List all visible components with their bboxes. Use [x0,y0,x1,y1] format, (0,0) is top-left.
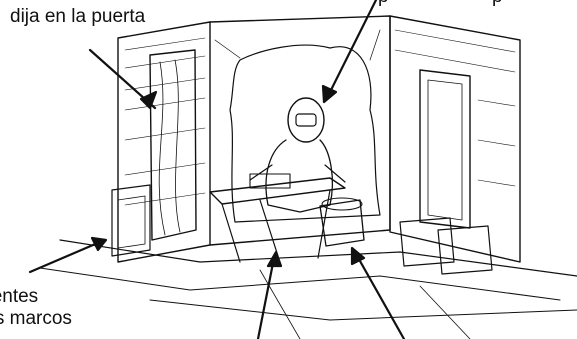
right-wall [390,16,520,262]
arrowhead-floor-cover [352,248,364,264]
arrow-to-opening [328,0,376,96]
stacked-panels [400,218,492,274]
arrow-to-components [30,242,100,272]
label-top-fragment-b: p [492,0,503,8]
label-door-plastic: dija en la puerta [10,6,145,28]
arrow-to-floor-cover [356,254,404,339]
worker-figure [250,98,345,212]
label-components-line1: ponentes [0,286,38,308]
arrowhead-opening [323,86,336,102]
work-table [210,174,345,262]
back-wall-opening [210,16,390,245]
label-top-fragment-a: p [378,0,389,8]
shop-vacuum [320,198,364,246]
label-components-line2: s. los marcos [0,308,72,330]
arrowhead-components [92,238,106,250]
